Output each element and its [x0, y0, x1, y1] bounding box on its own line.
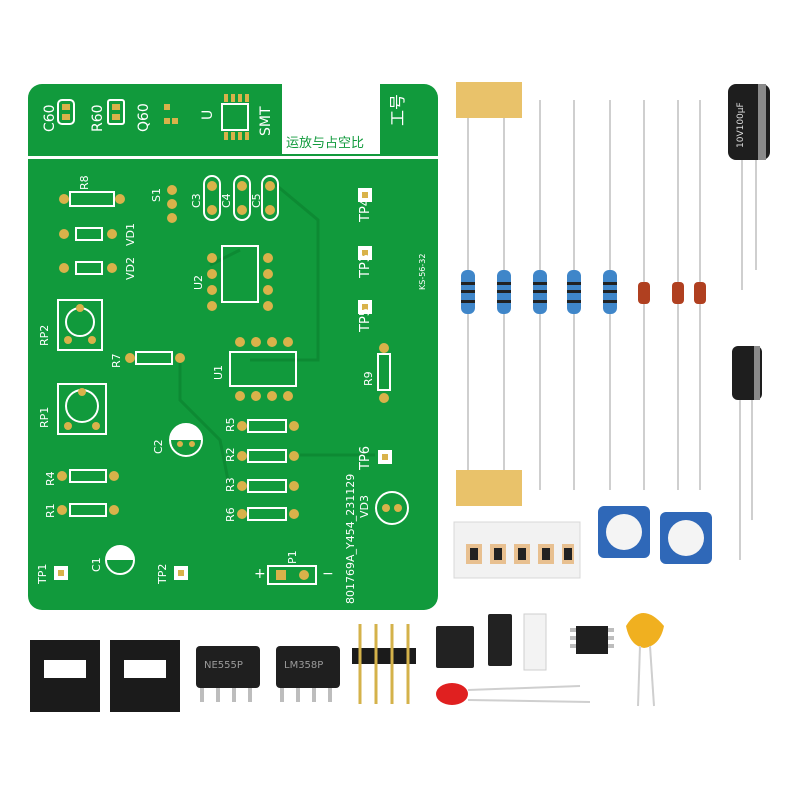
label-vd2: VD2 — [124, 257, 137, 280]
jumper-cap-2 — [488, 614, 512, 666]
r60-footprint — [107, 99, 125, 125]
label-c1: C1 — [90, 557, 103, 572]
label-c2: C2 — [152, 439, 165, 454]
pcb-trace — [250, 178, 320, 362]
pcb-trace — [209, 248, 241, 267]
label-tp4: TP4 — [358, 197, 373, 222]
label-r1: R1 — [44, 503, 57, 518]
ceramic-cap — [626, 613, 664, 707]
label-r7: R7 — [110, 353, 123, 368]
label-s1: S1 — [150, 188, 163, 202]
u1-outline — [229, 351, 297, 387]
label-c60: C60 — [42, 104, 58, 132]
label-smt: SMT — [258, 106, 274, 136]
label-p1: P1 — [286, 550, 299, 564]
diodes — [638, 282, 706, 304]
label-r5: R5 — [224, 417, 237, 432]
smt-footprint — [221, 103, 249, 131]
pcb-divider — [28, 156, 438, 159]
label-r2: R2 — [224, 447, 237, 462]
label-p1-minus: − — [322, 566, 334, 582]
title-box-text: 运放与占空比 — [286, 136, 365, 151]
label-u1: U1 — [212, 364, 225, 380]
label-rp2: RP2 — [38, 324, 51, 346]
ic1-marking: NE555P — [204, 660, 243, 671]
label-r9: R9 — [362, 371, 375, 386]
ic-socket-1 — [30, 640, 100, 712]
label-tp2: TP2 — [156, 563, 169, 584]
trimmer-pot-1 — [598, 506, 650, 558]
label-tp3: TP3 — [358, 253, 373, 278]
label-r8: R8 — [78, 175, 91, 190]
label-q60: Q60 — [136, 103, 152, 132]
pcb-board — [28, 84, 438, 610]
q60-footprint — [164, 104, 170, 110]
cap-marking: 10V100μF — [736, 102, 746, 148]
label-tp5: TP5 — [358, 307, 373, 332]
label-tp1: TP1 — [36, 563, 49, 584]
label-vd3: VD3 — [358, 495, 371, 518]
u2-outline — [221, 245, 259, 303]
label-r60: R60 — [90, 104, 106, 132]
label-p1-plus: + — [254, 566, 266, 582]
label-c5: C5 — [250, 193, 263, 208]
c60-footprint — [57, 99, 75, 125]
label-rp1: RP1 — [38, 406, 51, 428]
resistor-tape-bottom — [456, 470, 522, 506]
label-tp6: TP6 — [358, 445, 373, 470]
connector-white — [523, 613, 547, 671]
label-vd1: VD1 — [124, 223, 137, 246]
pcb-title-box — [282, 84, 380, 154]
pcb-trace — [178, 360, 232, 491]
pin-header — [352, 624, 416, 704]
jumper-cap-1 — [436, 626, 474, 668]
label-u2: U2 — [192, 274, 205, 290]
ic-ne555 — [196, 646, 260, 702]
led-red — [436, 683, 591, 705]
trimmer-pot-2 — [660, 512, 712, 564]
label-c4: C4 — [220, 193, 233, 208]
label-c3: C3 — [190, 193, 203, 208]
label-board-code: 801769A_Y454_231129 — [344, 473, 357, 604]
ic2-marking: LM358P — [284, 660, 324, 671]
label-r3: R3 — [224, 477, 237, 492]
label-u: U — [200, 109, 216, 120]
resistor-tape-top — [456, 82, 522, 118]
label-r6: R6 — [224, 507, 237, 522]
title-side-text: 工号 — [388, 93, 407, 126]
label-r4: R4 — [44, 471, 57, 486]
ic-lm358 — [276, 646, 340, 702]
ic-socket-2 — [110, 640, 180, 712]
r8-outline — [69, 191, 115, 207]
label-ks-code: KS-56-32 — [418, 253, 427, 290]
smd-ic — [570, 626, 614, 654]
